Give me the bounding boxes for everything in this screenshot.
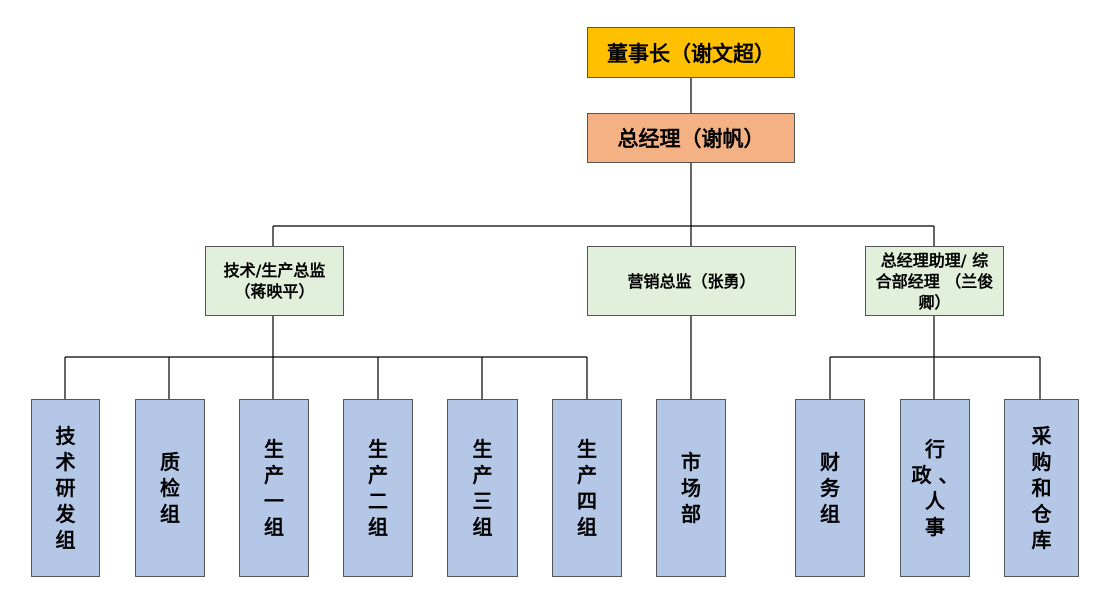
dept-admin-label: 行 政 、 人 事 [911,437,959,539]
tech-director-label: 技术/生产总监 （蒋映平） [223,261,326,301]
tech-director-box: 技术/生产总监 （蒋映平） [205,246,344,316]
chairman-box: 董事长（谢文超） [587,27,795,78]
sales-director-box: 营销总监（张勇） [587,246,796,316]
dept-prod3-label: 生 产 三 组 [472,437,493,539]
dept-finance-label: 财 务 组 [820,450,840,526]
dept-prod4-box: 生 产 四 组 [552,399,622,577]
assistant-manager-box: 总经理助理/ 综 合部经理 （兰俊 卿） [865,246,1004,316]
dept-purchase-box: 采 购 和 仓 库 [1004,399,1079,577]
dept-prod1-label: 生 产 一 组 [264,437,284,539]
dept-prod2-box: 生 产 二 组 [343,399,413,577]
general-manager-label: 总经理（谢帆） [617,127,765,151]
dept-prod2-label: 生 产 二 组 [368,437,388,539]
chairman-label: 董事长（谢文超） [607,41,775,66]
dept-prod3-box: 生 产 三 组 [447,399,518,577]
dept-purchase-label: 采 购 和 仓 库 [1031,424,1052,552]
general-manager-box: 总经理（谢帆） [587,113,795,163]
dept-admin-box: 行 政 、 人 事 [900,399,970,577]
dept-prod4-label: 生 产 四 组 [577,437,597,539]
dept-rd-box: 技 术 研 发 组 [31,399,100,577]
sales-director-label: 营销总监（张勇） [627,271,756,291]
assistant-manager-label: 总经理助理/ 综 合部经理 （兰俊 卿） [875,250,994,312]
dept-qc-label: 质 检 组 [160,450,180,526]
dept-rd-label: 技 术 研 发 组 [55,424,76,552]
dept-market-box: 市 场 部 [656,399,726,577]
dept-qc-box: 质 检 组 [135,399,205,577]
dept-market-label: 市 场 部 [681,450,701,526]
dept-finance-box: 财 务 组 [795,399,865,577]
dept-prod1-box: 生 产 一 组 [239,399,309,577]
